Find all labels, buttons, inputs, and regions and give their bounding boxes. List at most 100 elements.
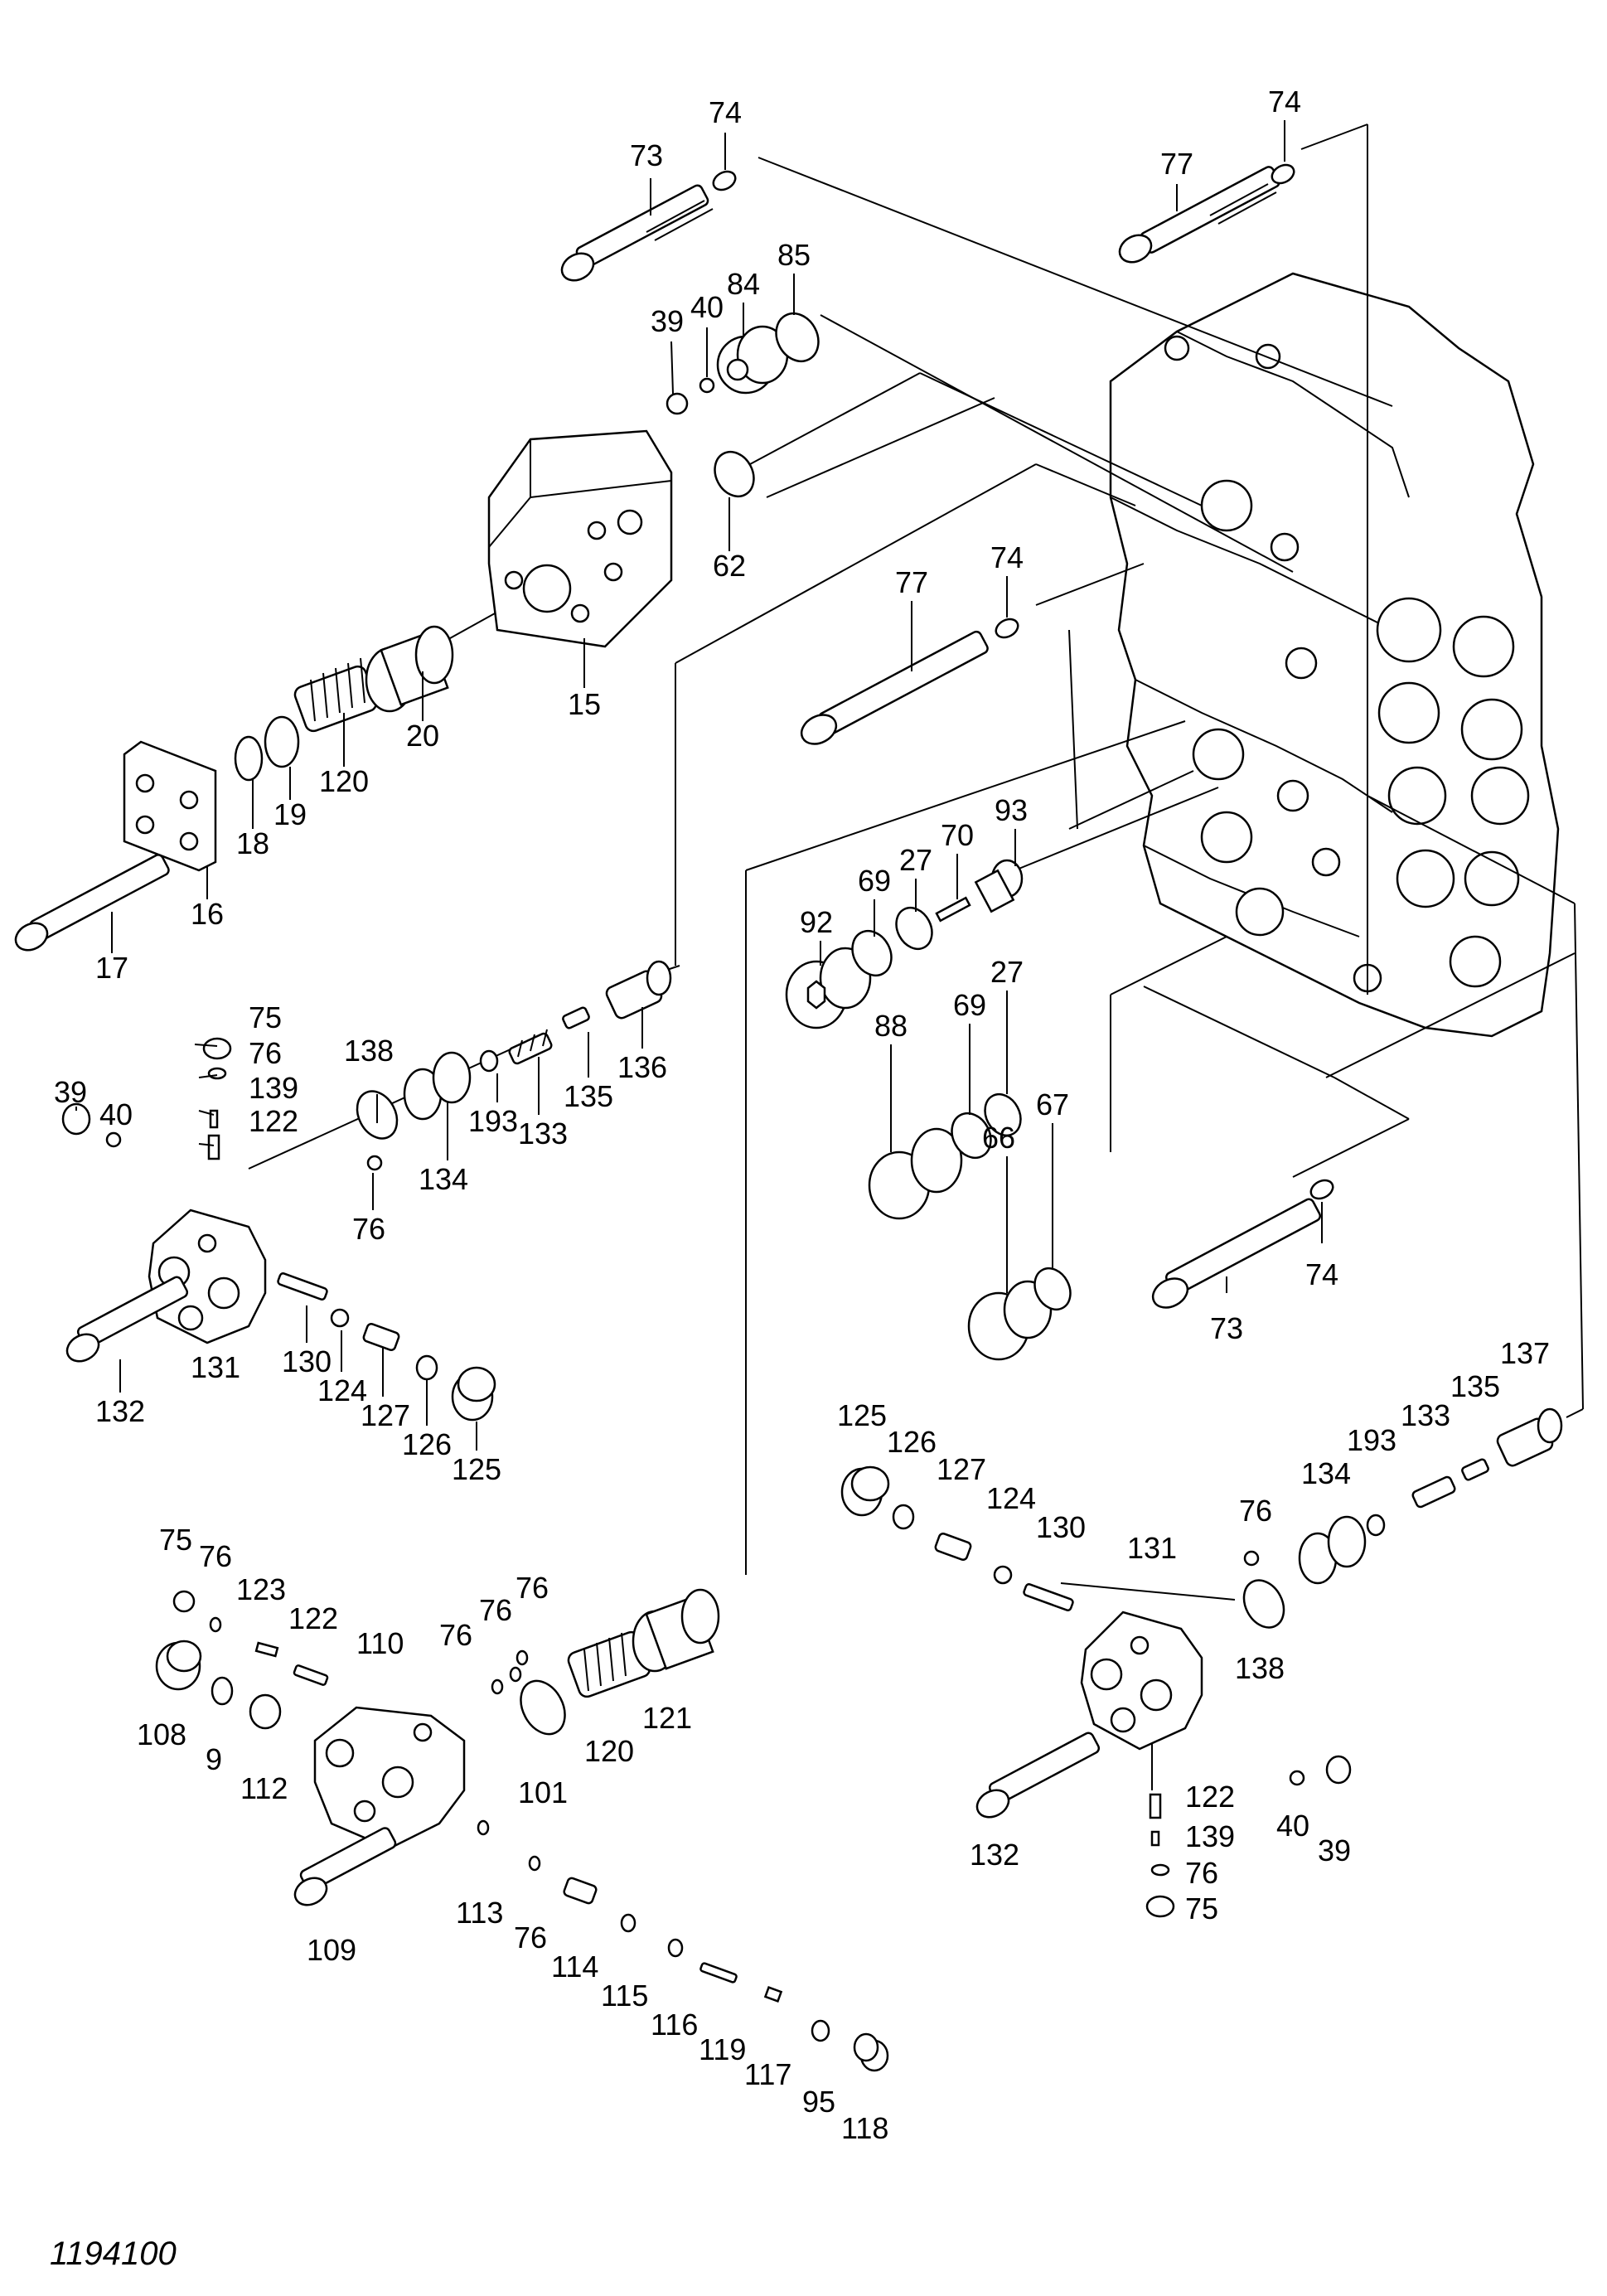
washer-74: [712, 170, 737, 191]
callout-121: 121: [642, 1701, 692, 1735]
callout-130: 130: [282, 1344, 332, 1378]
callout-70: 70: [941, 818, 974, 852]
drawing-number: 1194100: [50, 2235, 177, 2272]
valve-housing-131-left: [148, 1209, 267, 1344]
spring-127-left: [362, 1322, 400, 1352]
spring-133-left: [508, 1029, 553, 1065]
oring-40: [1289, 1770, 1305, 1786]
pin-122: [293, 1664, 329, 1686]
poppet-135: [1461, 1458, 1489, 1481]
callout-193: 193: [1347, 1423, 1396, 1457]
spring-120-top: [293, 657, 378, 733]
callout-139: 139: [249, 1071, 298, 1105]
callout-114: 114: [551, 1950, 598, 1984]
callout-122: 122: [1185, 1780, 1235, 1814]
oring-9: [211, 1676, 234, 1706]
callout-69: 69: [858, 864, 891, 898]
callout-16: 16: [191, 897, 224, 931]
plug-75: [172, 1590, 196, 1613]
callout-113: 113: [456, 1896, 503, 1930]
callout-92: 92: [800, 905, 833, 939]
oring-76: [509, 1666, 522, 1683]
oring-76: [515, 1649, 529, 1666]
callout-27: 27: [990, 955, 1024, 989]
callout-109: 109: [307, 1933, 356, 1967]
callout-101: 101: [518, 1775, 568, 1809]
callout-125: 125: [837, 1398, 887, 1432]
callout-126: 126: [402, 1427, 452, 1461]
callout-133: 133: [1401, 1398, 1450, 1432]
ring-69: [851, 929, 893, 977]
spring-117: [763, 1986, 783, 2003]
callout-130: 130: [1036, 1510, 1086, 1544]
valve-housing-131-right: [1080, 1611, 1203, 1751]
oring-27: [984, 1092, 1022, 1137]
callout-134: 134: [419, 1162, 468, 1196]
callout-139: 139: [1185, 1819, 1235, 1853]
callout-120: 120: [319, 764, 369, 798]
plug-75: [1145, 1895, 1175, 1918]
callout-69: 69: [953, 988, 986, 1022]
ring-69: [951, 1112, 992, 1160]
spring-133-right: [1411, 1475, 1456, 1509]
callout-40: 40: [690, 290, 724, 324]
callout-19: 19: [273, 797, 307, 831]
callout-115: 115: [601, 1979, 648, 2013]
oring-27: [895, 906, 933, 951]
callout-40: 40: [1276, 1809, 1309, 1843]
washer-124: [330, 1308, 350, 1328]
callout-76: 76: [199, 1539, 232, 1573]
plug-108: [155, 1640, 202, 1691]
callout-127: 127: [937, 1452, 986, 1486]
needle-130: [1023, 1583, 1074, 1611]
pin-122: [1149, 1793, 1162, 1819]
callout-135: 135: [564, 1079, 613, 1113]
plug-136: [605, 960, 672, 1020]
plug-125-left: [451, 1366, 496, 1422]
callout-18: 18: [236, 826, 269, 860]
callout-124: 124: [317, 1373, 367, 1407]
callout-136: 136: [617, 1050, 667, 1084]
oring-62: [714, 450, 755, 498]
oring-40: [105, 1131, 122, 1148]
oring-85: [775, 312, 820, 363]
callout-93: 93: [995, 793, 1028, 827]
callout-20: 20: [406, 719, 439, 753]
oring-76: [491, 1678, 504, 1695]
callout-73: 73: [1210, 1311, 1243, 1345]
oring-95: [811, 2019, 830, 2042]
bolt-132-left: [65, 1276, 189, 1363]
plug-118: [853, 2032, 889, 2072]
oring-115: [620, 1913, 637, 1933]
callout-123: 123: [236, 1572, 286, 1606]
oring-101: [520, 1679, 566, 1736]
cover-block-15: [487, 429, 673, 648]
oring-126: [415, 1354, 438, 1381]
oring-76: [1243, 1550, 1260, 1567]
plug-112: [249, 1693, 282, 1730]
oring-76: [366, 1155, 383, 1171]
oring-113: [477, 1819, 490, 1836]
callout-77: 77: [1160, 147, 1193, 181]
pin-139: [209, 1109, 219, 1129]
callout-120: 120: [584, 1734, 634, 1768]
callout-74: 74: [1305, 1257, 1338, 1291]
callout-193: 193: [468, 1104, 518, 1138]
bolt-73-lower: [1151, 1198, 1322, 1309]
plug-39: [1325, 1755, 1352, 1785]
callout-84: 84: [727, 267, 760, 301]
callout-76: 76: [1239, 1494, 1272, 1528]
spring-seat-193: [479, 1049, 499, 1073]
bolt-77-top: [1118, 166, 1280, 264]
callout-133: 133: [518, 1117, 568, 1150]
spool-119: [699, 1962, 738, 1984]
callout-76: 76: [249, 1036, 282, 1070]
callout-labels: 73 74 77 74 39 40 84 85 62 15 74 77 20 1…: [54, 85, 1550, 2145]
callout-118: 118: [841, 2111, 888, 2145]
plate-16: [123, 740, 217, 872]
washer-124: [993, 1565, 1013, 1585]
callout-126: 126: [887, 1425, 937, 1459]
callout-132: 132: [970, 1838, 1019, 1872]
plug-39: [666, 392, 689, 415]
